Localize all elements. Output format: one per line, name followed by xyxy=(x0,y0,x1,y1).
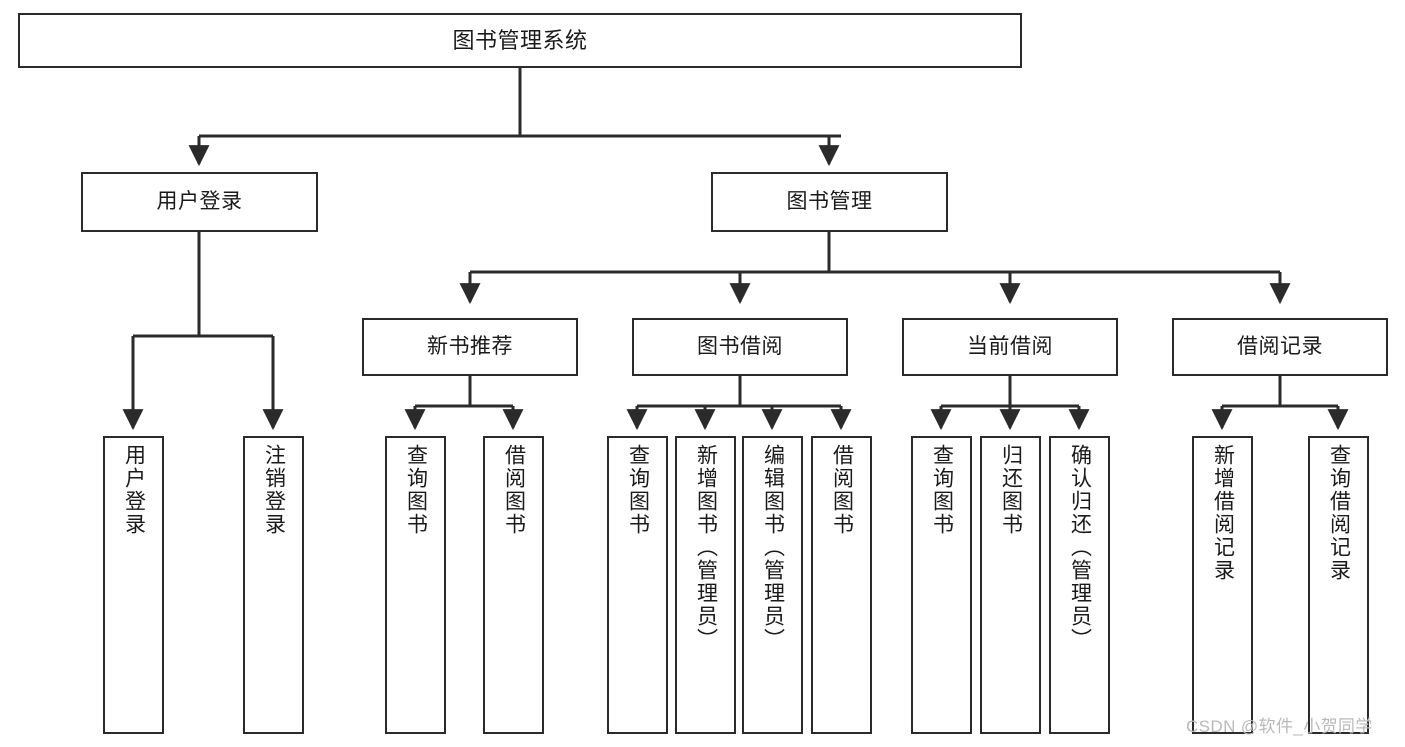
node-new-book-recommend-label: 新书推荐 xyxy=(427,334,513,358)
node-leaf-query-book-2[interactable]: 查询图书 xyxy=(607,436,668,734)
node-leaf-logout-login[interactable]: 注销登录 xyxy=(243,436,304,734)
node-book-management-label: 图书管理 xyxy=(786,189,873,213)
node-leaf-confirm-return-label: 确认归还（管理员） xyxy=(1068,444,1092,651)
node-user-login-label: 用户登录 xyxy=(156,189,243,213)
node-leaf-borrow-book-1[interactable]: 借阅图书 xyxy=(483,436,544,734)
node-leaf-user-login[interactable]: 用户登录 xyxy=(103,436,164,734)
node-leaf-query-book-1[interactable]: 查询图书 xyxy=(385,436,446,734)
node-leaf-add-record-label: 新增借阅记录 xyxy=(1211,444,1235,582)
node-leaf-user-login-label: 用户登录 xyxy=(122,444,146,536)
node-leaf-query-book-1-label: 查询图书 xyxy=(404,444,428,536)
node-current-borrow[interactable]: 当前借阅 xyxy=(902,318,1118,376)
node-leaf-confirm-return[interactable]: 确认归还（管理员） xyxy=(1049,436,1110,734)
node-user-login[interactable]: 用户登录 xyxy=(81,172,318,232)
node-leaf-edit-book[interactable]: 编辑图书（管理员） xyxy=(742,436,803,734)
node-leaf-add-book[interactable]: 新增图书（管理员） xyxy=(675,436,736,734)
node-leaf-add-record[interactable]: 新增借阅记录 xyxy=(1192,436,1253,734)
node-leaf-edit-book-label: 编辑图书（管理员） xyxy=(761,444,785,651)
node-leaf-query-book-3-label: 查询图书 xyxy=(930,444,954,536)
node-new-book-recommend[interactable]: 新书推荐 xyxy=(362,318,578,376)
csdn-watermark: CSDN @软件_小贺同学 xyxy=(1186,717,1373,736)
node-root-label: 图书管理系统 xyxy=(452,27,588,53)
node-borrow-record-label: 借阅记录 xyxy=(1237,334,1323,358)
node-leaf-return-book-label: 归还图书 xyxy=(999,444,1023,536)
node-leaf-query-book-2-label: 查询图书 xyxy=(626,444,650,536)
node-leaf-logout-login-label: 注销登录 xyxy=(262,444,286,536)
node-borrow-record[interactable]: 借阅记录 xyxy=(1172,318,1388,376)
node-book-management[interactable]: 图书管理 xyxy=(711,172,948,232)
node-book-borrow-label: 图书借阅 xyxy=(697,334,783,358)
node-leaf-query-book-3[interactable]: 查询图书 xyxy=(911,436,972,734)
node-current-borrow-label: 当前借阅 xyxy=(967,334,1053,358)
node-root[interactable]: 图书管理系统 xyxy=(18,13,1022,68)
node-leaf-query-record-label: 查询借阅记录 xyxy=(1327,444,1351,582)
node-leaf-borrow-book-1-label: 借阅图书 xyxy=(502,444,526,536)
node-book-borrow[interactable]: 图书借阅 xyxy=(632,318,848,376)
node-leaf-query-record[interactable]: 查询借阅记录 xyxy=(1308,436,1369,734)
node-leaf-borrow-book-2-label: 借阅图书 xyxy=(830,444,854,536)
node-leaf-return-book[interactable]: 归还图书 xyxy=(980,436,1041,734)
node-leaf-add-book-label: 新增图书（管理员） xyxy=(694,444,718,651)
node-leaf-borrow-book-2[interactable]: 借阅图书 xyxy=(811,436,872,734)
